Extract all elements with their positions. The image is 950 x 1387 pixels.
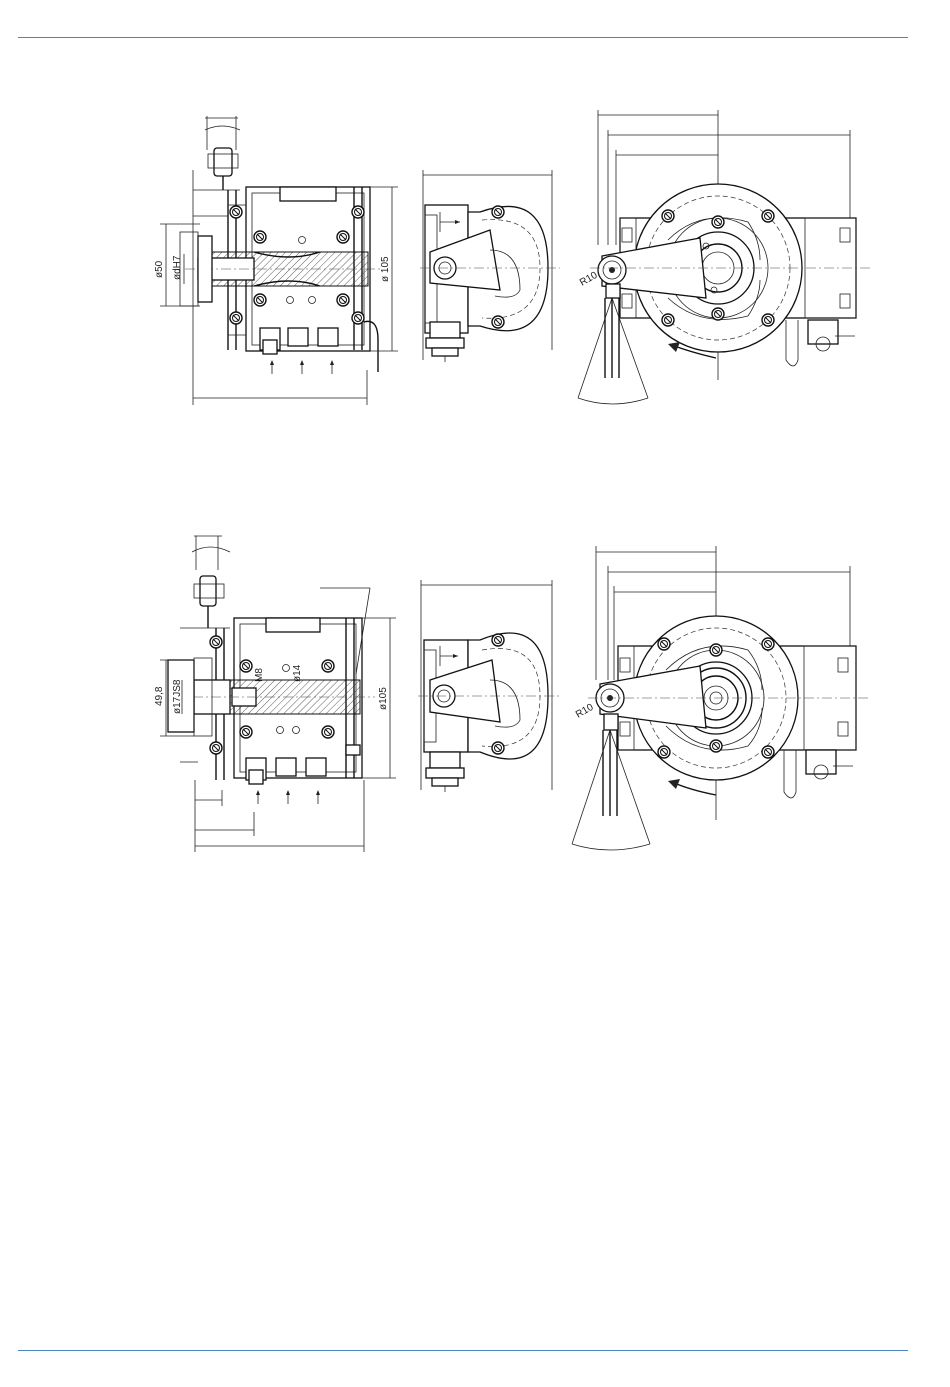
upper-rear-view: R10 <box>578 110 870 404</box>
lower-label-body-diameter: ø105 <box>378 687 389 710</box>
upper-label-outer-diameter: ø50 <box>154 260 165 278</box>
lower-label-pin: ø14 <box>292 664 303 682</box>
upper-front-view <box>420 170 560 362</box>
upper-label-body-diameter: ø 105 <box>380 256 391 282</box>
lower-label-thread: M8 <box>254 668 265 682</box>
lower-rear-view: R10 <box>572 546 870 850</box>
upper-label-radius: R10 <box>578 270 600 289</box>
upper-label-bore: ødH7 <box>172 255 183 280</box>
lower-front-view <box>418 580 560 792</box>
upper-side-view: ø 105 ø50 ødH7 <box>154 116 398 405</box>
lower-label-offset: 49,8 <box>154 686 165 706</box>
lower-side-view: M8 ø14 ø105 49,8 ø17JS8 <box>154 536 396 852</box>
lower-label-radius: R10 <box>574 702 596 721</box>
lower-label-bore: ø17JS8 <box>172 679 183 714</box>
